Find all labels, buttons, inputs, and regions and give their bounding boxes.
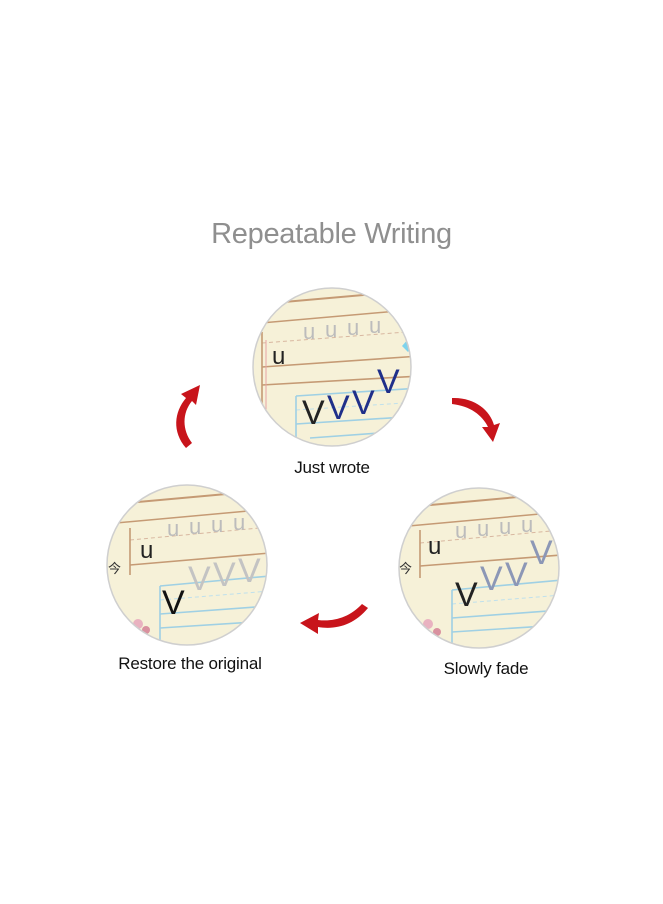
- written-small-letter: u: [428, 533, 441, 560]
- trace-letter: u: [303, 319, 315, 344]
- trace-letter: u: [347, 315, 359, 340]
- written-big-letter: V: [327, 389, 350, 427]
- fading-big-letter: V: [505, 556, 528, 594]
- curved-arrow-icon: [300, 604, 368, 634]
- written-big-letter: V: [455, 576, 478, 614]
- caption-slowly-fade: Slowly fade: [443, 659, 529, 678]
- curved-arrow-icon: [452, 397, 500, 442]
- written-big-letter: V: [162, 584, 185, 622]
- trace-letter: u: [521, 512, 533, 537]
- trace-letter: u: [211, 512, 223, 537]
- written-big-letter: V: [377, 363, 400, 401]
- faded-big-letter: V: [238, 552, 261, 590]
- stage-slowly-fade: u u u u u 今 V V V V: [398, 487, 560, 649]
- trace-letter: u: [189, 514, 201, 539]
- trace-letter: u: [499, 514, 511, 539]
- trace-letter: u: [455, 518, 467, 543]
- caption-just-wrote: Just wrote: [294, 458, 370, 477]
- trace-letter: u: [233, 510, 245, 535]
- fading-big-letter: V: [530, 534, 553, 572]
- stage-just-wrote: u u u u u V V V V: [252, 287, 412, 447]
- written-big-letter: V: [302, 394, 325, 432]
- written-small-letter: u: [272, 343, 285, 370]
- fading-big-letter: V: [480, 560, 503, 598]
- side-character: 今: [108, 561, 121, 576]
- trace-letter: u: [325, 317, 337, 342]
- trace-letter: u: [167, 516, 179, 541]
- side-character: 今: [399, 561, 412, 576]
- pen-tip-icon: [402, 330, 411, 352]
- trace-letter: u: [477, 516, 489, 541]
- faded-big-letter: V: [188, 560, 211, 598]
- caption-restore-original: Restore the original: [118, 654, 262, 673]
- curved-arrow-icon: [176, 385, 200, 448]
- written-big-letter: V: [352, 384, 375, 422]
- faded-big-letter: V: [213, 556, 236, 594]
- trace-letter: u: [369, 313, 381, 338]
- diagram-title: Repeatable Writing: [211, 218, 452, 250]
- written-small-letter: u: [140, 537, 153, 564]
- stage-restore-original: u u u u u 今 V V V V: [106, 484, 268, 646]
